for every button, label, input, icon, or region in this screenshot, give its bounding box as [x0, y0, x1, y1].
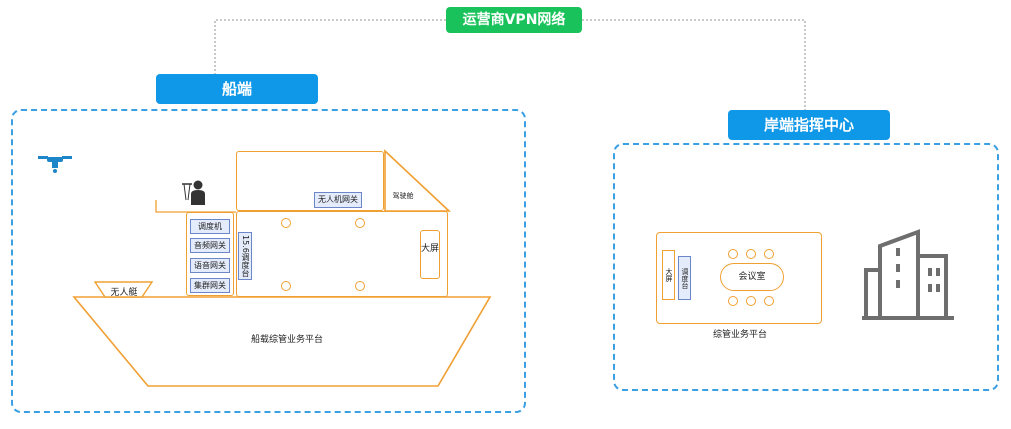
ship-area — [11, 109, 526, 413]
drone-boat-label: 无人艇 — [110, 288, 138, 298]
cluster-gateway: 集群网关 — [190, 278, 230, 293]
drone-gateway: 无人机网关 — [314, 192, 362, 208]
seat-circle — [764, 249, 774, 259]
seat-circle — [355, 281, 365, 291]
ship-dispatch-console: 15.6调度台 — [238, 232, 252, 280]
seat-circle — [728, 296, 738, 306]
operator-icon — [182, 180, 205, 205]
drone-boat-shape — [94, 281, 154, 298]
shore-big-screen: 大屏 — [662, 250, 675, 300]
ship-title: 船端 — [156, 74, 318, 104]
seat-circle — [746, 296, 756, 306]
seat-circle — [728, 249, 738, 259]
seat-circle — [281, 281, 291, 291]
building-icon — [862, 229, 954, 320]
seat-circle — [355, 218, 365, 228]
shore-platform-label: 综管业务平台 — [712, 330, 767, 340]
ship-platform-label: 船载综管业务平台 — [250, 335, 323, 345]
shore-area — [613, 143, 999, 391]
seat-circle — [281, 218, 291, 228]
shore-title: 岸端指挥中心 — [728, 110, 890, 140]
shore-dispatch-console: 调度台 — [678, 256, 691, 300]
lower-cabin — [236, 211, 448, 297]
dispatcher-gateway: 调度机 — [190, 219, 230, 234]
voice-gateway: 语音网关 — [190, 258, 230, 273]
seat-circle — [764, 296, 774, 306]
seat-circle — [746, 249, 756, 259]
audio-gateway: 音频网关 — [190, 238, 230, 253]
meeting-table: 会议室 — [720, 263, 784, 291]
vpn-network-label: 运营商VPN网络 — [446, 7, 582, 33]
ship-big-screen: 大屏 — [420, 230, 440, 279]
bridge-label: 驾驶舱 — [392, 192, 414, 200]
drone-icon — [38, 156, 72, 173]
